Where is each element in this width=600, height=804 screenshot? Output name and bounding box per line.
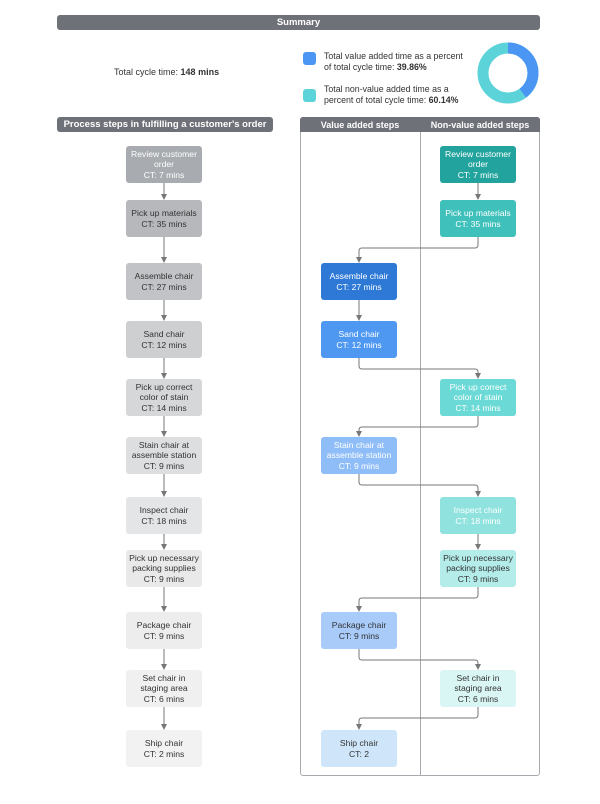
step-name: Inspect chair — [453, 505, 503, 515]
step-name: Ship chair — [339, 738, 379, 748]
step-cycle-time: CT: 7 mins — [457, 169, 499, 180]
non-value-added-column-header: Non-value added steps — [430, 119, 530, 130]
step-name: Stain chair at assemble station — [131, 439, 197, 461]
non-value-added-legend: Total non-value added time as a percent … — [324, 84, 458, 106]
step-name: Ship chair — [144, 738, 184, 748]
step-cycle-time: CT: 2 — [348, 748, 370, 759]
step-name: Package chair — [331, 620, 387, 630]
step-cycle-time: CT: 27 mins — [141, 281, 187, 292]
total-cycle-value: 148 mins — [180, 67, 220, 77]
step-name: Sand chair — [338, 329, 380, 339]
step-name: Review customer order — [445, 148, 511, 170]
step-name: Assemble chair — [134, 271, 194, 281]
step-cycle-time: CT: 12 mins — [141, 339, 187, 350]
step-cycle-time: CT: 18 mins — [141, 515, 187, 526]
total-cycle-time: Total cycle time: 148 mins — [114, 67, 219, 77]
step-cycle-time: CT: 9 mins — [338, 460, 380, 471]
va-legend-line1: Total value added time as a percent — [324, 51, 463, 61]
step-name: Pick up materials — [445, 208, 511, 218]
step-cycle-time: CT: 9 mins — [143, 630, 185, 641]
donut-value-added-arc — [477, 42, 539, 104]
step-cycle-time: CT: 2 mins — [143, 748, 185, 759]
non-value-added-legend-swatch — [303, 89, 316, 102]
step-cycle-time: CT: 35 mins — [455, 218, 501, 229]
nva-legend-value: 60.14% — [428, 95, 459, 105]
step-name: Inspect chair — [139, 505, 189, 515]
step-name: Set chair in staging area — [140, 672, 188, 694]
step-cycle-time: CT: 7 mins — [143, 169, 185, 180]
step-name: Package chair — [136, 620, 192, 630]
step-name: Pick up necessary packing supplies — [129, 552, 199, 574]
step-cycle-time: CT: 18 mins — [455, 515, 501, 526]
value-added-column-header: Value added steps — [320, 119, 400, 130]
total-cycle-label: Total cycle time: — [114, 67, 179, 77]
cycle-time-donut — [477, 42, 539, 104]
step-cycle-time: CT: 6 mins — [143, 693, 185, 704]
step-cycle-time: CT: 9 mins — [338, 630, 380, 641]
step-name: Pick up necessary packing supplies — [443, 552, 513, 574]
step-name: Sand chair — [143, 329, 185, 339]
step-cycle-time: CT: 9 mins — [457, 573, 499, 584]
step-name: Stain chair at assemble station — [326, 439, 392, 461]
va-legend-value: 39.86% — [396, 62, 427, 72]
step-cycle-time: CT: 14 mins — [141, 402, 187, 413]
step-cycle-time: CT: 6 mins — [457, 693, 499, 704]
step-name: Pick up correct color of stain — [449, 381, 507, 403]
step-cycle-time: CT: 9 mins — [143, 573, 185, 584]
nva-legend-line1: Total non-value added time as a — [324, 84, 449, 94]
step-cycle-time: CT: 14 mins — [455, 402, 501, 413]
nva-legend-line2: percent of total cycle time: — [324, 95, 427, 105]
step-cycle-time: CT: 35 mins — [141, 218, 187, 229]
step-cycle-time: CT: 12 mins — [336, 339, 382, 350]
summary-header: Summary — [57, 15, 540, 30]
column-divider — [420, 132, 421, 776]
process-steps-header: Process steps in fulfilling a customer's… — [57, 117, 273, 132]
step-name: Review customer order — [131, 148, 197, 170]
step-cycle-time: CT: 27 mins — [336, 281, 382, 292]
value-added-legend-swatch — [303, 52, 316, 65]
step-name: Set chair in staging area — [454, 672, 502, 694]
step-name: Pick up correct color of stain — [135, 381, 193, 403]
value-stream-header: Value added steps Non-value added steps — [300, 117, 540, 132]
va-legend-line2: of total cycle time: — [324, 62, 395, 72]
step-name: Pick up materials — [131, 208, 197, 218]
step-cycle-time: CT: 9 mins — [143, 460, 185, 471]
value-added-legend: Total value added time as a percent of t… — [324, 51, 463, 73]
step-name: Assemble chair — [329, 271, 389, 281]
